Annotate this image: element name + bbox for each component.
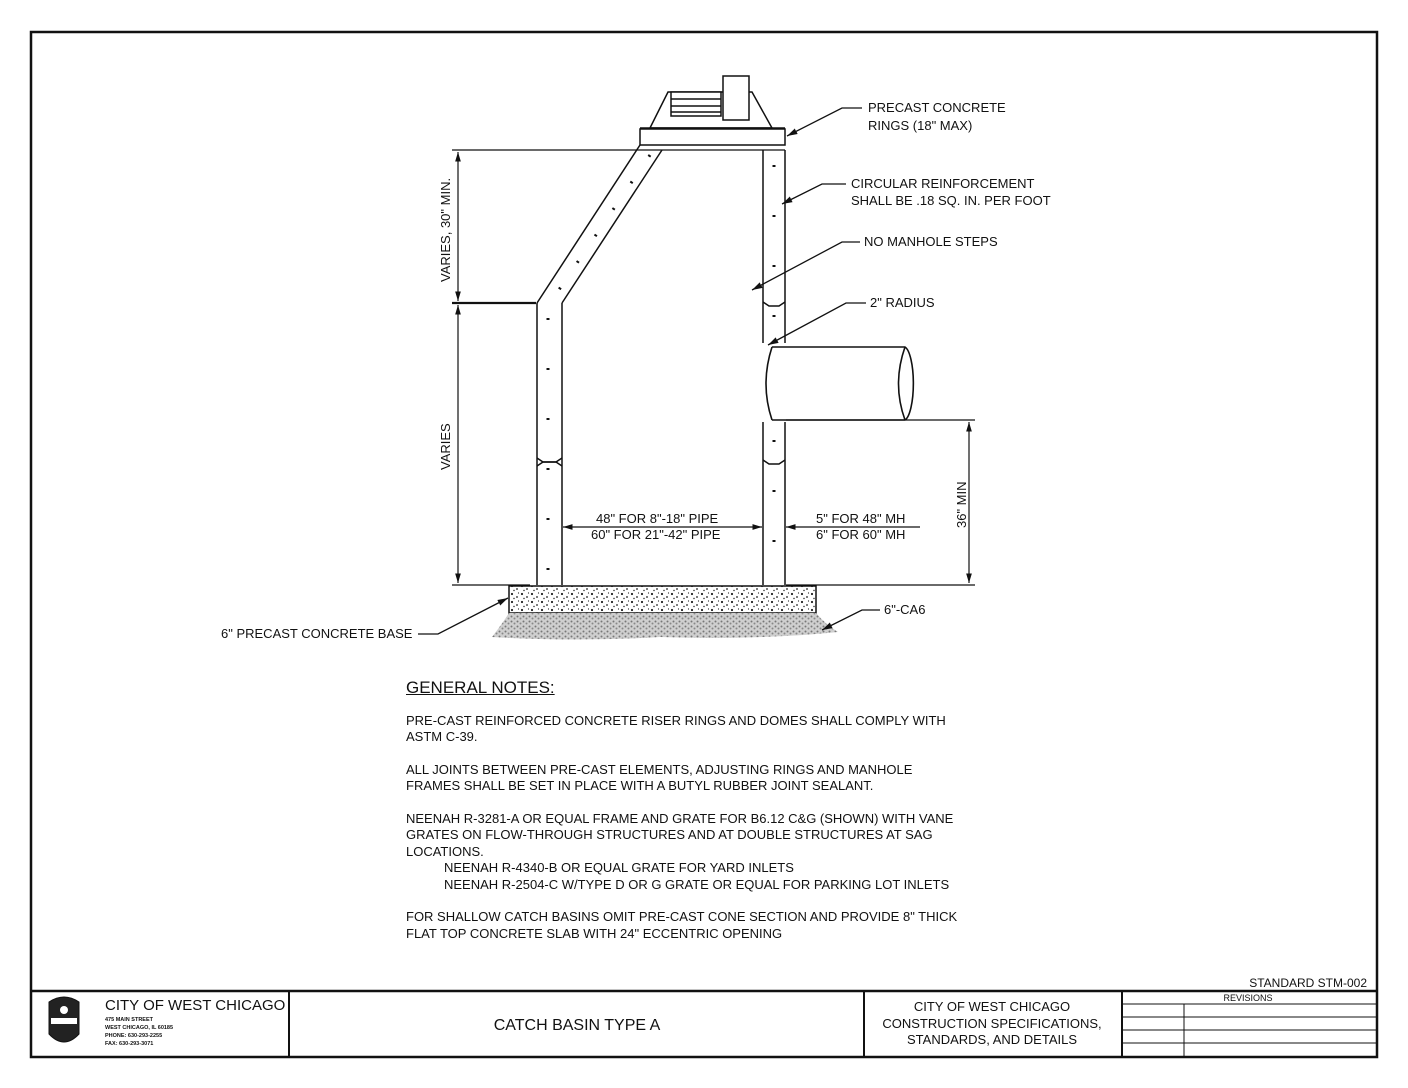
city-seal-icon [48, 996, 80, 1043]
city-fax: FAX: 630-293-3071 [105, 1041, 153, 1047]
ca6-gravel [492, 613, 838, 640]
wall-label-2: 6" FOR 60" MH [816, 527, 905, 542]
circular-reinf-label-1: CIRCULAR REINFORCEMENT [851, 176, 1035, 191]
leaders [418, 107, 880, 635]
cone-section [536, 144, 663, 304]
no-steps-label: NO MANHOLE STEPS [864, 234, 998, 249]
precast-base [508, 585, 817, 614]
notes-heading: GENERAL NOTES: [406, 678, 555, 697]
varies-30-label: VARIES, 30" MIN. [438, 178, 453, 282]
diameter-label-2: 60" FOR 21"-42" PIPE [591, 527, 721, 542]
radius-label: 2" RADIUS [870, 295, 935, 310]
general-notes: GENERAL NOTES: PRE-CAST REINFORCED CONCR… [406, 678, 1046, 958]
city-address-2: WEST CHICAGO, IL 60185 [105, 1025, 173, 1031]
city-phone: PHONE: 630-293-2255 [105, 1033, 162, 1039]
circular-reinf-label-2: SHALL BE .18 SQ. IN. PER FOOT [851, 193, 1051, 208]
title-block [31, 989, 1377, 1057]
base-label: 6" PRECAST CONCRETE BASE [221, 626, 413, 641]
note-3: NEENAH R-3281-A OR EQUAL FRAME AND GRATE… [406, 810, 954, 859]
spec-line-3: STANDARDS, AND DETAILS [907, 1032, 1077, 1047]
diameter-label-1: 48" FOR 8"-18" PIPE [596, 511, 719, 526]
note-4: FOR SHALLOW CATCH BASINS OMIT PRE-CAST C… [406, 909, 958, 941]
sheet-border [29, 30, 1379, 1059]
frame-and-grate [640, 75, 785, 129]
revisions-header: REVISIONS [1223, 993, 1272, 1003]
note-3b: NEENAH R-2504-C W/TYPE D OR G GRATE OR E… [444, 876, 950, 892]
right-wall [762, 150, 786, 585]
ca6-label: 6"-CA6 [884, 602, 925, 617]
note-1: PRE-CAST REINFORCED CONCRETE RISER RINGS… [406, 712, 946, 745]
dimensions [452, 149, 975, 586]
precast-ring [639, 128, 786, 146]
left-wall [536, 303, 563, 585]
city-address-1: 475 MAIN STREET [105, 1017, 154, 1023]
precast-rings-label-1: PRECAST CONCRETE [868, 100, 1006, 115]
drawing-title: CATCH BASIN TYPE A [494, 1017, 661, 1034]
standard-number: STANDARD STM-002 [1249, 976, 1367, 990]
spec-line-2: CONSTRUCTION SPECIFICATIONS, [882, 1016, 1101, 1031]
note-3a: NEENAH R-4340-B OR EQUAL GRATE FOR YARD … [444, 860, 794, 875]
title-block-text: STANDARD STM-002 CITY OF WEST CHICAGO 47… [105, 976, 1367, 1047]
wall-label-1: 5" FOR 48" MH [816, 511, 905, 526]
min-36-label: 36" MIN [954, 481, 969, 528]
varies-label: VARIES [438, 423, 453, 470]
note-2: ALL JOINTS BETWEEN PRE-CAST ELEMENTS, AD… [406, 761, 913, 794]
precast-rings-label-2: RINGS (18" MAX) [868, 118, 972, 133]
outlet-pipe [765, 346, 915, 421]
callouts: PRECAST CONCRETE RINGS (18" MAX) CIRCULA… [221, 100, 1051, 641]
spec-line-1: CITY OF WEST CHICAGO [914, 999, 1070, 1014]
catch-basin-section [492, 75, 915, 640]
city-name: CITY OF WEST CHICAGO [105, 997, 285, 1014]
